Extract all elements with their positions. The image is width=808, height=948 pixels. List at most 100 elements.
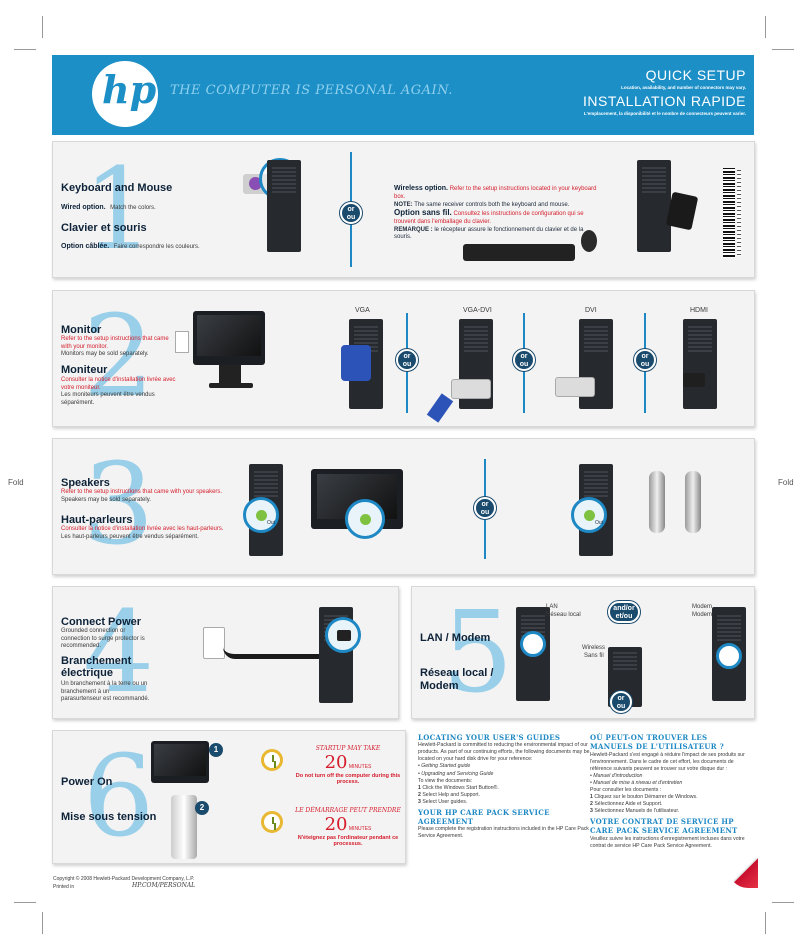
step3-panel: 3 Speakers Refer to the setup instructio… (52, 438, 755, 575)
power-cable-image (223, 647, 333, 659)
step4-panel: 4 Connect Power Grounded connection or c… (52, 586, 399, 719)
fold-label-left: Fold (8, 478, 24, 487)
step-number: 3 (83, 440, 155, 570)
title-en: QUICK SETUP (645, 67, 746, 83)
step2-title-en: Monitor (61, 324, 102, 336)
wired-option-en: Wired option. (61, 204, 106, 211)
page-curl[interactable] (728, 858, 758, 888)
step4-title-en: Connect Power (61, 616, 142, 628)
step6-title-fr: Mise sous tension (61, 811, 157, 823)
vga-dvi-adapter-image (451, 379, 491, 399)
connector-label: HDMI (690, 307, 708, 314)
audio-port-zoom: Out (571, 497, 607, 533)
step6-panel: 6 Power On Mise sous tension 1 2 STARTUP… (52, 730, 406, 864)
speaker-right-image (685, 471, 701, 533)
step-number: 5 (442, 588, 514, 718)
wall-outlet-image (203, 627, 225, 659)
lan-port-zoom (520, 631, 546, 657)
wireless-label: Wireless (582, 645, 606, 651)
step6-title-en: Power On (61, 776, 113, 788)
wired-option-fr: Option câblée. (61, 243, 110, 250)
step5-panel: 5 LAN / Modem Réseau local / Modem LAN R… (411, 586, 755, 719)
wired-note-fr: Faire correspondre les couleurs. (113, 244, 200, 250)
step4-note-en: Grounded connection or connection to sur… (61, 628, 145, 649)
step3-title-en: Speakers (61, 477, 110, 489)
step1-title-fr: Clavier et souris (61, 222, 147, 234)
step-number: 2 (83, 292, 155, 422)
crop-mark (772, 902, 794, 903)
clock-icon (261, 749, 283, 771)
care-heading-en: YOUR HP CARE PACK SERVICE AGREEMENT (418, 807, 550, 827)
modem-port-zoom (716, 643, 742, 669)
audio-port-zoom: Out (243, 497, 279, 533)
crop-mark (14, 902, 36, 903)
crop-mark (772, 49, 794, 50)
modem-label: Modem (692, 604, 713, 610)
hp-url[interactable]: HP.COM/PERSONAL (132, 882, 196, 889)
step2-panel: 2 Monitor Refer to the setup instruction… (52, 290, 755, 427)
clock-icon (261, 811, 283, 833)
startup-en: STARTUP MAY TAKE 20 MINUTES Do not turn … (295, 745, 401, 785)
monitor-image (193, 311, 265, 365)
step-marker: 1 (209, 743, 223, 757)
connector-label: VGA (355, 307, 370, 314)
wired-note-en: Match the colors. (110, 205, 156, 211)
lan-label: LAN (546, 604, 558, 610)
step-number: 6 (83, 732, 155, 862)
barcode (723, 168, 735, 258)
connector-label: DVI (585, 307, 597, 314)
power-port-zoom (325, 617, 361, 653)
crop-mark (14, 49, 36, 50)
step3-note-en: Refer to the setup instructions that cam… (61, 489, 223, 503)
fold-label-right: Fold (778, 478, 794, 487)
printed-in: Printed in (53, 884, 75, 890)
monitor-base (209, 383, 253, 388)
guides-en: LOCATING YOUR USER'S GUIDES Hewlett-Pack… (418, 733, 590, 840)
guides-heading-fr: OÙ PEUT-ON TROUVER LES MANUELS DE L'UTIL… (590, 733, 725, 752)
step4-title-fr: Branchement électrique (61, 655, 132, 680)
step4-note-fr: Un branchement à la terre ou un branchem… (61, 681, 150, 702)
monitor-stand (219, 365, 241, 385)
tower-image (267, 160, 301, 252)
step1-title-en: Keyboard and Mouse (61, 182, 173, 194)
step3-note-fr: Consulter la notice d'installation livré… (61, 526, 224, 540)
step3-title-fr: Haut-parleurs (61, 514, 133, 526)
vga-connector-image (341, 345, 371, 381)
connector-label: VGA-DVI (463, 307, 492, 314)
note-fr: L'emplacement, la disponibilité et le no… (583, 111, 746, 116)
wireless-text: Wireless option. Refer to the setup inst… (394, 185, 597, 208)
step5-title-en: LAN / Modem (420, 632, 491, 644)
crop-mark (42, 912, 43, 934)
startup-fr: LE DÉMARRAGE PEUT PRENDRE 20 MINUTES N'é… (295, 807, 401, 847)
tagline: THE COMPUTER IS PERSONAL AGAIN. (170, 83, 453, 98)
monitor-audio-zoom (345, 499, 385, 539)
power-outlet-image (175, 331, 189, 353)
guides-heading-en: LOCATING YOUR USER'S GUIDES (418, 733, 561, 742)
wireless-label-fr: Sans fil (584, 653, 604, 659)
header-banner: hp THE COMPUTER IS PERSONAL AGAIN. QUICK… (52, 55, 754, 135)
crop-mark (765, 16, 766, 38)
hp-logo: hp (92, 61, 158, 127)
wireless-receiver-image (665, 191, 699, 231)
copyright: Copyright © 2008 Hewlett-Packard Develop… (53, 876, 195, 882)
wireless-text-fr: Option sans fil. Consultez les instructi… (394, 208, 584, 241)
modem-label-fr: Modem (692, 612, 713, 618)
care-heading-fr: VOTRE CONTRAT DE SERVICE HP CARE PACK SE… (590, 817, 738, 836)
speaker-left-image (649, 471, 665, 533)
crop-mark (765, 912, 766, 934)
tower-image (637, 160, 671, 252)
vga-cable-image (426, 393, 454, 423)
tower-front-image (171, 795, 197, 859)
step2-note-en: Refer to the setup instructions that cam… (61, 336, 169, 357)
step2-note-fr: Consulter la notice d'installation livré… (61, 377, 176, 406)
mouse-image (581, 230, 597, 252)
guides-fr: OÙ PEUT-ON TROUVER LES MANUELS DE L'UTIL… (590, 733, 750, 850)
hdmi-connector-image (683, 373, 705, 387)
barcode-digits (737, 170, 741, 256)
